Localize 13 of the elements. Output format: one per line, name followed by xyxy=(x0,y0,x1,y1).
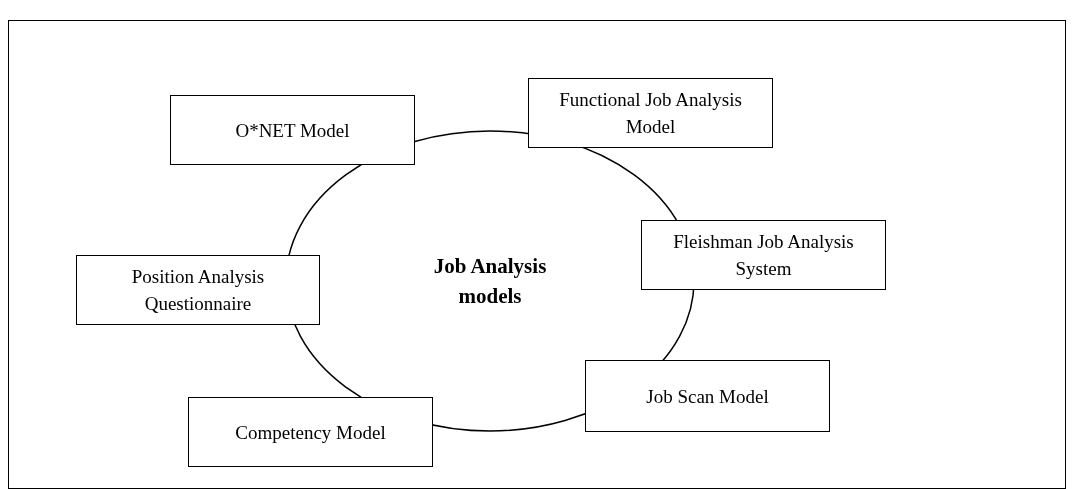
model-box xyxy=(76,255,320,325)
model-name: Job Scan Model xyxy=(646,384,769,409)
model-box xyxy=(641,220,886,290)
model-name: Position Analysis Questionnaire xyxy=(130,265,266,316)
model-name: Functional Job Analysis Model xyxy=(558,88,743,139)
model-box xyxy=(528,78,773,148)
center-title: Job Analysis models xyxy=(432,253,548,310)
model-box xyxy=(585,360,830,432)
model-name: Fleishman Job Analysis System xyxy=(672,230,855,281)
model-name: Competency Model xyxy=(235,420,386,445)
model-name: O*NET Model xyxy=(235,118,350,143)
model-box xyxy=(188,397,433,467)
model-box xyxy=(170,95,415,165)
